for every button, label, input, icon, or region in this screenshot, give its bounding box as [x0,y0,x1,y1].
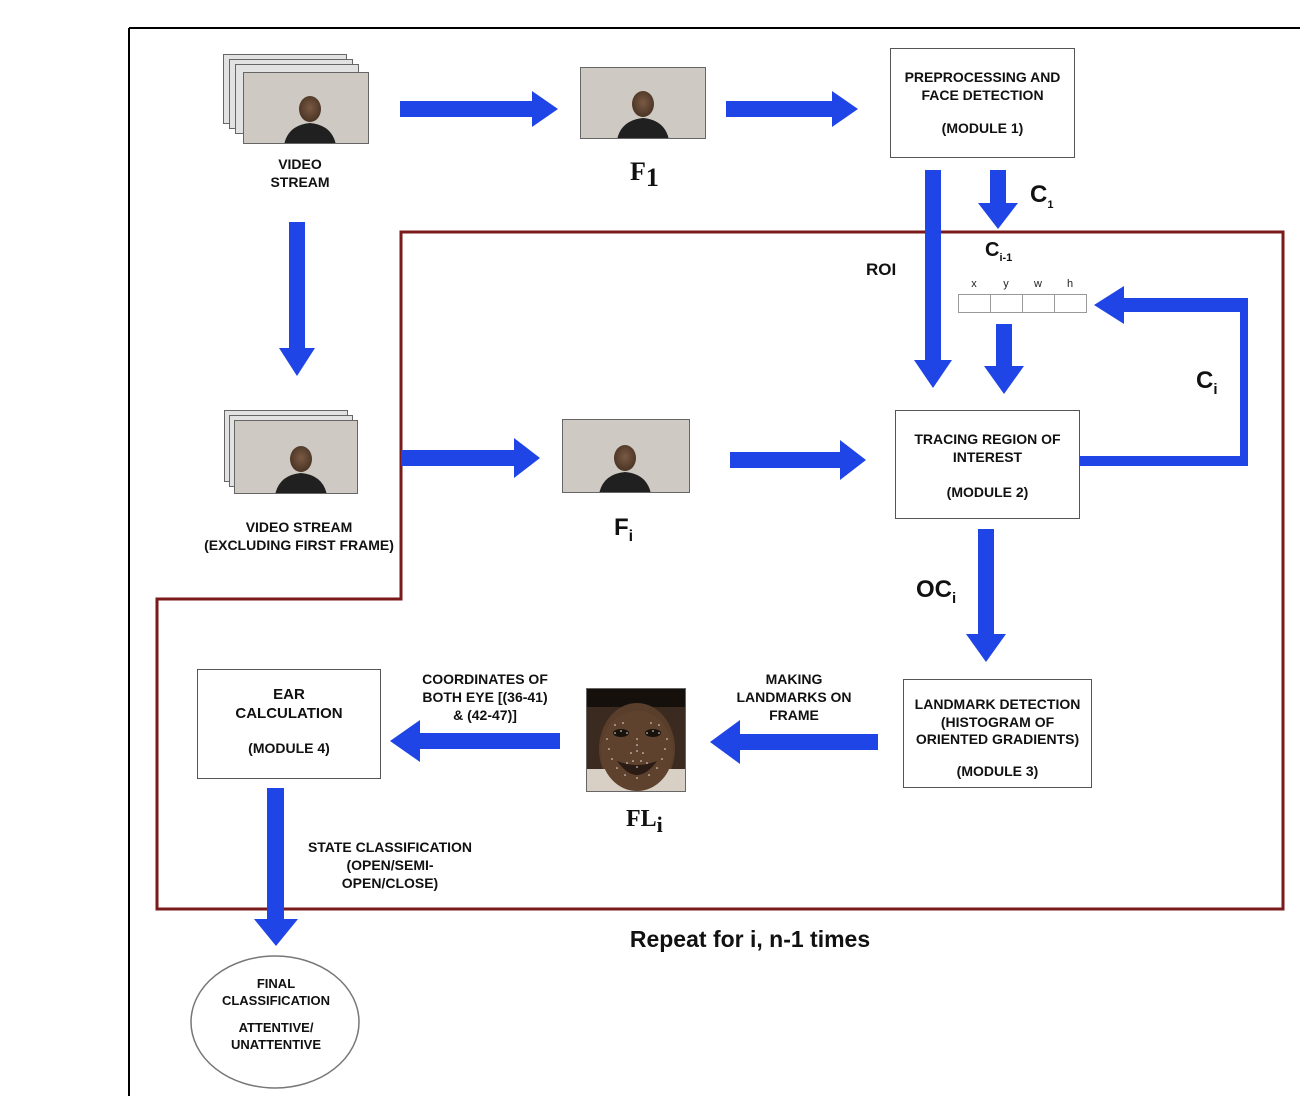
oci-label: OCi [916,576,956,607]
repeat-label: Repeat for i, n-1 times [629,926,871,952]
coord-cell-w [1022,294,1055,313]
arrow-video-to-f1 [400,91,558,127]
arrow-c1-down [978,170,1018,229]
video-stream-stack [223,54,371,146]
module4-box: EAR CALCULATION (MODULE 4) [197,669,381,779]
fi-label-text: F [614,514,629,541]
oci-label-sub: i [952,589,957,607]
c1-label: C1 [1030,181,1053,211]
fli-label: FLi [626,806,663,838]
coord-cell-x [958,294,991,313]
fi-label-sub: i [628,527,634,545]
arrow-module4-to-final [254,788,298,946]
coordinates-label: COORDINATES OF BOTH EYE [(36-41) & (42-4… [422,671,548,724]
ci-1-label: Ci-1 [985,239,1012,264]
repeat-loop-region [155,230,1285,911]
final-classification-title: FINAL CLASSIFICATION [221,976,331,1008]
module1-box: PREPROCESSING AND FACE DETECTION (MODULE… [890,48,1075,158]
module2-box: TRACING REGION OF INTEREST (MODULE 2) [895,410,1080,519]
coord-cell-h [1054,294,1087,313]
f1-label: F1 [630,157,659,193]
coord-header-y: y [1003,278,1009,290]
module1-label: (MODULE 1) [941,120,1024,136]
video-stream-frame-image [243,72,369,144]
arrow-fi-to-module2 [730,440,866,480]
module1-title: PREPROCESSING AND FACE DETECTION [904,69,1061,103]
f1-label-text: F [630,157,646,186]
ci-label: Ci [1196,367,1218,398]
f1-frame-image [580,67,706,139]
module3-title: LANDMARK DETECTION (HISTOGRAM OF ORIENTE… [914,696,1081,747]
video-stream-label: VIDEO STREAM [270,156,330,191]
arrow-module3-to-fli [710,720,878,764]
fi-frame-image [562,419,690,493]
arrow-ci-loop [1080,286,1248,466]
fli-face-landmarks-image [586,688,686,792]
video-stream-rest-frame-image [234,420,358,494]
arrows [254,91,1248,946]
arrow-roi-down [914,170,952,388]
module4-title: EAR CALCULATION [235,686,343,722]
oci-label-text: OC [916,576,952,603]
f1-label-sub: 1 [645,163,659,193]
module3-label: (MODULE 3) [956,762,1039,779]
coord-cell-y [990,294,1023,313]
ci-label-text: C [1196,367,1214,394]
fli-label-text: FL [626,806,657,832]
ci-1-label-text: C [985,239,1000,261]
state-classification-label: STATE CLASSIFICATION (OPEN/SEMI- OPEN/CL… [307,839,473,892]
module2-title: TRACING REGION OF INTEREST [914,431,1061,465]
ci-1-label-sub: i-1 [999,252,1013,264]
fi-label: Fi [614,514,633,546]
final-classification-ellipse [190,955,360,1089]
roi-label: ROI [866,260,897,279]
final-classification-result: ATTENTIVE/ UNATTENTIVE [230,1020,322,1052]
module4-label: (MODULE 4) [248,739,330,756]
arrow-oci-down [966,529,1006,662]
video-stream-rest-label: VIDEO STREAM (EXCLUDING FIRST FRAME) [204,519,394,554]
module3-box: LANDMARK DETECTION (HISTOGRAM OF ORIENTE… [903,679,1092,788]
arrow-coords-to-module2 [984,324,1024,394]
coord-header-h: h [1066,278,1074,290]
module2-label: (MODULE 2) [946,484,1029,500]
ci-label-sub: i [1213,380,1218,398]
c1-label-sub: 1 [1047,198,1054,211]
video-stream-rest-stack [224,410,360,496]
coord-header-x: x [971,278,977,290]
arrow-video-rest-to-fi [401,438,540,478]
making-landmarks-label: MAKING LANDMARKS ON FRAME [736,671,852,724]
c1-label-text: C [1030,181,1048,208]
coord-header-w: w [1034,278,1042,290]
arrow-video-down [279,222,315,376]
arrow-fli-to-module4 [390,720,560,762]
arrow-f1-to-module1 [726,91,858,127]
fli-label-sub: i [656,811,663,837]
